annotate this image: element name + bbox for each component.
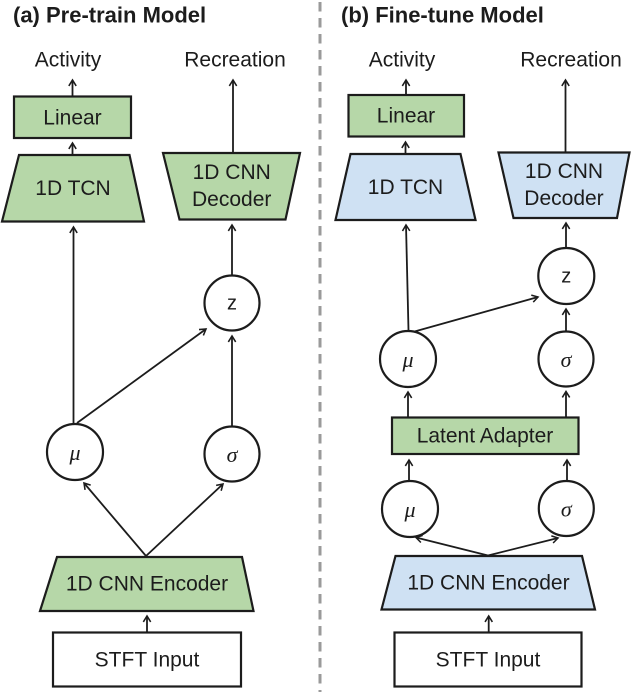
- z-node-b: [537, 246, 596, 306]
- decoder-label-line2-a: Decoder: [192, 188, 271, 211]
- panel-b-title: (b) Fine-tune Model: [341, 3, 544, 28]
- tcn-label-b: 1D TCN: [368, 176, 443, 199]
- mu-label-a: μ: [68, 440, 80, 465]
- sigma-lower-node-b: [537, 479, 595, 538]
- recreation-label-b: Recreation: [520, 49, 622, 72]
- z-label-a: z: [227, 293, 237, 315]
- decoder-label-line2-b: Decoder: [524, 187, 603, 210]
- encoder-label-b: 1D CNN Encoder: [407, 572, 569, 595]
- tcn-trapezoid-b: [334, 152, 477, 222]
- arrow-mu-to-z-a: [76, 328, 208, 424]
- mu-upper-label-b: μ: [401, 347, 413, 372]
- arrow-mu-upper-to-z-b: [410, 294, 540, 334]
- tcn-trapezoid-a: [0, 153, 146, 223]
- z-node-a: [203, 274, 261, 332]
- mu-lower-label-b: μ: [403, 497, 415, 522]
- arrow-encoder-to-sigma-a: [145, 482, 225, 557]
- encoder-trapezoid-b: [380, 554, 597, 611]
- mu-lower-node-b: [380, 479, 440, 539]
- sigma-label-a: σ: [227, 442, 239, 467]
- sigma-upper-label-b: σ: [561, 347, 573, 372]
- decoder-trapezoid-a: [161, 151, 302, 221]
- activity-label-a: Activity: [35, 49, 102, 72]
- mu-node-a: [45, 422, 105, 482]
- tcn-label-a: 1D TCN: [35, 177, 110, 200]
- encoder-label-a: 1D CNN Encoder: [66, 573, 228, 596]
- decoder-label-line1-b: 1D CNN: [525, 160, 603, 183]
- arrow-encoder-to-mu-a: [83, 481, 147, 557]
- sigma-upper-node-b: [537, 330, 595, 388]
- encoder-trapezoid-a: [38, 555, 255, 613]
- latent-adapter-box-b: [390, 416, 580, 456]
- panel-pretrain: (a) Pre-train Model Activity Recreation …: [0, 3, 302, 688]
- linear-label-b: Linear: [377, 105, 435, 128]
- recreation-label-a: Recreation: [184, 49, 286, 72]
- latent-adapter-label-b: Latent Adapter: [417, 425, 554, 448]
- sigma-lower-label-b: σ: [561, 497, 573, 522]
- decoder-trapezoid-b: [497, 151, 631, 220]
- z-label-b: z: [561, 266, 571, 288]
- arrow-encoder-to-mu-lower-b: [414, 534, 489, 557]
- activity-label-b: Activity: [369, 49, 436, 72]
- stft-input-label-a: STFT Input: [95, 649, 200, 672]
- linear-box-a: [12, 95, 133, 140]
- panel-a-title: (a) Pre-train Model: [13, 3, 206, 28]
- stft-input-label-b: STFT Input: [436, 649, 541, 672]
- panel-finetune: (b) Fine-tune Model Activity Recreation …: [334, 3, 631, 688]
- linear-label-a: Linear: [43, 106, 101, 129]
- decoder-label-line1-a: 1D CNN: [193, 161, 271, 184]
- stft-input-box-b: [393, 631, 583, 688]
- arrow-encoder-to-sigma-lower-b: [487, 535, 560, 557]
- mu-upper-node-b: [378, 329, 438, 389]
- sigma-node-a: [203, 425, 261, 483]
- stft-input-box-a: [51, 631, 243, 688]
- arrow-mu-upper-to-tcn-b: [401, 223, 411, 331]
- linear-box-b: [347, 93, 466, 138]
